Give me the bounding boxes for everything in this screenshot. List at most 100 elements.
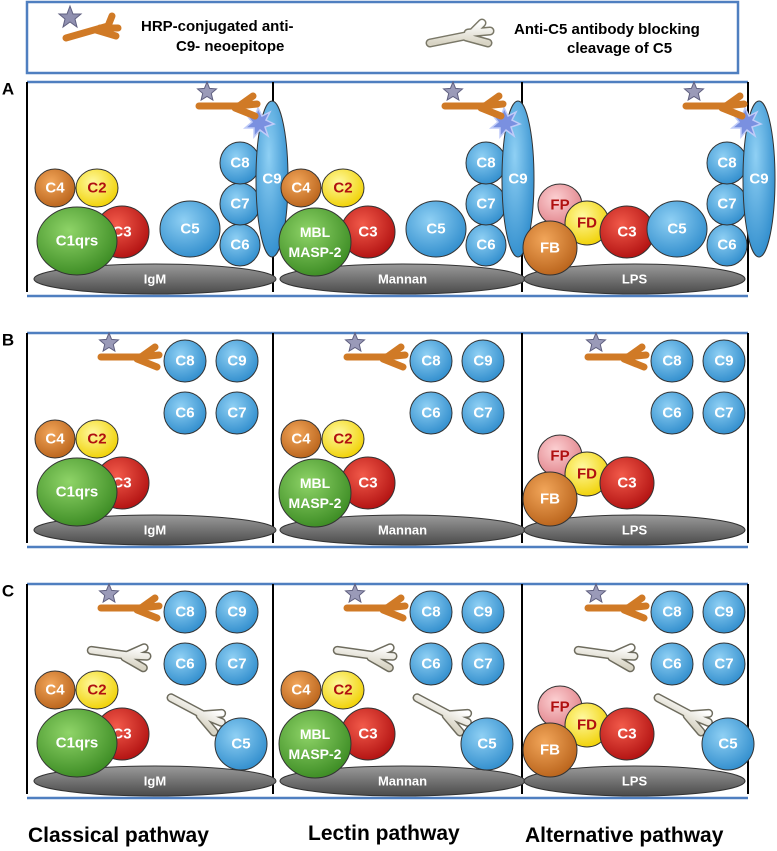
- c5-component-label: C5: [231, 736, 250, 753]
- c5-component-label: C5: [667, 221, 686, 238]
- c8-component: C8: [650, 339, 694, 383]
- c7-component-label: C7: [227, 656, 246, 673]
- c4-component: C4: [34, 168, 76, 208]
- surface-label: LPS: [622, 272, 648, 287]
- activating-surface: [523, 514, 746, 546]
- c5-component: C5: [701, 717, 755, 771]
- mbl-label-line2: MASP-2: [289, 495, 342, 511]
- c4-component: C4: [34, 419, 76, 459]
- c2-component-label: C2: [87, 682, 106, 699]
- c7-component: C7: [702, 391, 746, 435]
- mbl-label-line1: MBL: [300, 224, 331, 240]
- c5-component: C5: [405, 200, 467, 258]
- c4-component: C4: [34, 670, 76, 710]
- c7-component-label: C7: [717, 196, 736, 213]
- mbl-label-line2: MASP-2: [289, 244, 342, 260]
- c5-component-label: C5: [180, 221, 199, 238]
- c7-component-label: C7: [473, 405, 492, 422]
- c2-component: C2: [321, 168, 365, 208]
- hrp-antibody-shape: [682, 92, 748, 120]
- c8-component: C8: [465, 141, 507, 185]
- mbl-label-line1: MBL: [300, 475, 331, 491]
- c9-component: C9: [215, 339, 259, 383]
- mbl-masp2-component: MBL MASP-2: [278, 207, 352, 277]
- c7-component-label: C7: [476, 196, 495, 213]
- fb-component: FB: [522, 220, 578, 276]
- c8-component-shape: [650, 590, 694, 634]
- c9-component-label: C9: [227, 604, 246, 621]
- c8-component: C8: [219, 141, 261, 185]
- c6-component: C6: [163, 642, 207, 686]
- fb-component: FB: [522, 722, 578, 778]
- hrp-antibody-star-icon: [344, 331, 366, 353]
- c5-component: C5: [460, 717, 514, 771]
- c4-component: C4: [280, 670, 322, 710]
- hrp-antibody: [97, 582, 163, 622]
- c8-component: C8: [409, 339, 453, 383]
- c8-component-label: C8: [421, 353, 440, 370]
- c2-component: C2: [75, 670, 119, 710]
- c4-component-shape: [34, 670, 76, 710]
- legend-frame: [25, 0, 740, 75]
- c7-component-label: C7: [714, 405, 733, 422]
- mbl-masp2-component-shape: [278, 207, 352, 277]
- c6-component-label: C6: [662, 405, 681, 422]
- c2-component: C2: [321, 670, 365, 710]
- c8-component: C8: [706, 141, 748, 185]
- c8-component: C8: [650, 590, 694, 634]
- anti-c5-label-line1: Anti-C5 antibody blocking: [514, 21, 700, 38]
- c6-component: C6: [650, 642, 694, 686]
- c5-component: C5: [159, 200, 221, 258]
- anti-c5-antibody-shape: [334, 644, 396, 671]
- c5-component-label: C5: [426, 221, 445, 238]
- hrp-antibody: [441, 80, 507, 120]
- c5-component-shape: [646, 200, 708, 258]
- c8-component-shape: [650, 339, 694, 383]
- fd-component-label: FD: [577, 717, 597, 734]
- fp-component-label: FP: [550, 448, 569, 465]
- mbl-masp2-component: MBL MASP-2: [278, 458, 352, 528]
- c6-component-label: C6: [421, 405, 440, 422]
- hrp-antibody-star-icon: [585, 331, 607, 353]
- hrp-antibody-star-icon: [98, 582, 120, 604]
- c9-component-label: C9: [473, 353, 492, 370]
- surface-label: Mannan: [378, 774, 427, 789]
- c1qrs-component: C1qrs: [36, 206, 118, 276]
- anti-c5-antibody-legend-icon: [425, 18, 495, 48]
- c3-component-label: C3: [112, 224, 131, 241]
- hrp-antibody: [682, 80, 748, 120]
- fb-component-label: FB: [540, 491, 560, 508]
- legend: HRP-conjugated anti- C9- neoepitope Anti…: [25, 0, 740, 75]
- c9-component: C9: [702, 590, 746, 634]
- hrp-antibody-star-icon: [344, 582, 366, 604]
- panel-letter-b: B: [2, 331, 14, 350]
- c2-component: C2: [75, 168, 119, 208]
- anti-c5-antibody-bound: [166, 693, 227, 737]
- c8-component-label: C8: [662, 604, 681, 621]
- activating-surface: [523, 765, 746, 797]
- c4-component-shape: [280, 168, 322, 208]
- hrp-antibody-star-icon: [683, 80, 705, 102]
- hrp-antibody-shape: [195, 92, 261, 120]
- c4-component-shape: [280, 670, 322, 710]
- c1qrs-component: C1qrs: [36, 708, 118, 778]
- c3-component: C3: [599, 707, 655, 761]
- c8-component-label: C8: [662, 353, 681, 370]
- c7-component-label: C7: [227, 405, 246, 422]
- c4-component-label: C4: [45, 431, 65, 448]
- fd-component-label: FD: [577, 215, 597, 232]
- c9-component-label: C9: [714, 353, 733, 370]
- c9-component-shape: [742, 100, 776, 258]
- c9-component: C9: [215, 590, 259, 634]
- c4-component-label: C4: [291, 682, 311, 699]
- c9-component-label: C9: [714, 604, 733, 621]
- pathway-title-classical: Classical pathway: [28, 824, 209, 847]
- c2-component-shape: [75, 419, 119, 459]
- c7-component-shape: [702, 391, 746, 435]
- c9-component-shape: [215, 590, 259, 634]
- c4-component-shape: [34, 419, 76, 459]
- c7-component: C7: [706, 182, 748, 226]
